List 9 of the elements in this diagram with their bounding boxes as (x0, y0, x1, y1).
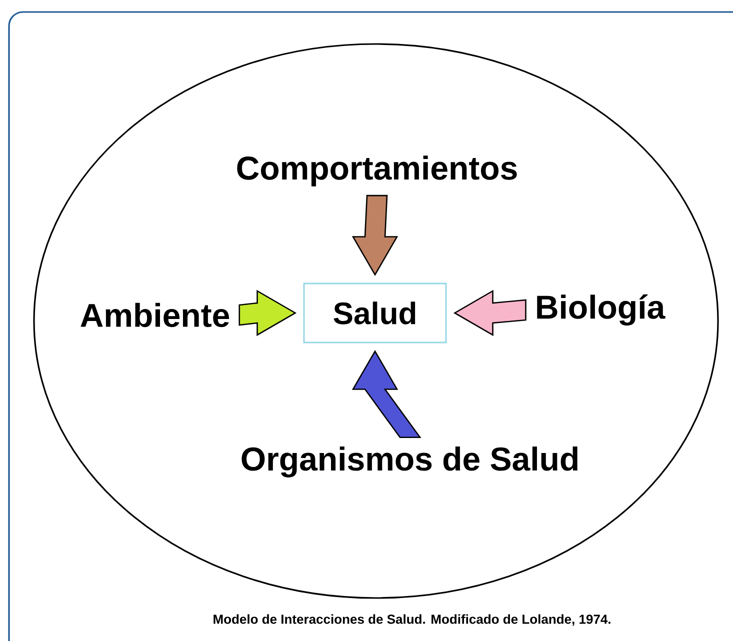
label-text: Biología (537, 294, 666, 326)
block-arrow (238, 290, 297, 336)
label-text: Organismos de Salud (242, 446, 578, 478)
text-box: Salud (303, 282, 447, 344)
block-arrow (352, 194, 398, 276)
label-text: Comportamientos (237, 156, 517, 186)
block-arrow (453, 290, 526, 336)
caption: Modelo de Interacciones de Salud. Modificado de Lolande, 1974. (214, 614, 610, 626)
label-text: Ambiente (80, 302, 230, 328)
